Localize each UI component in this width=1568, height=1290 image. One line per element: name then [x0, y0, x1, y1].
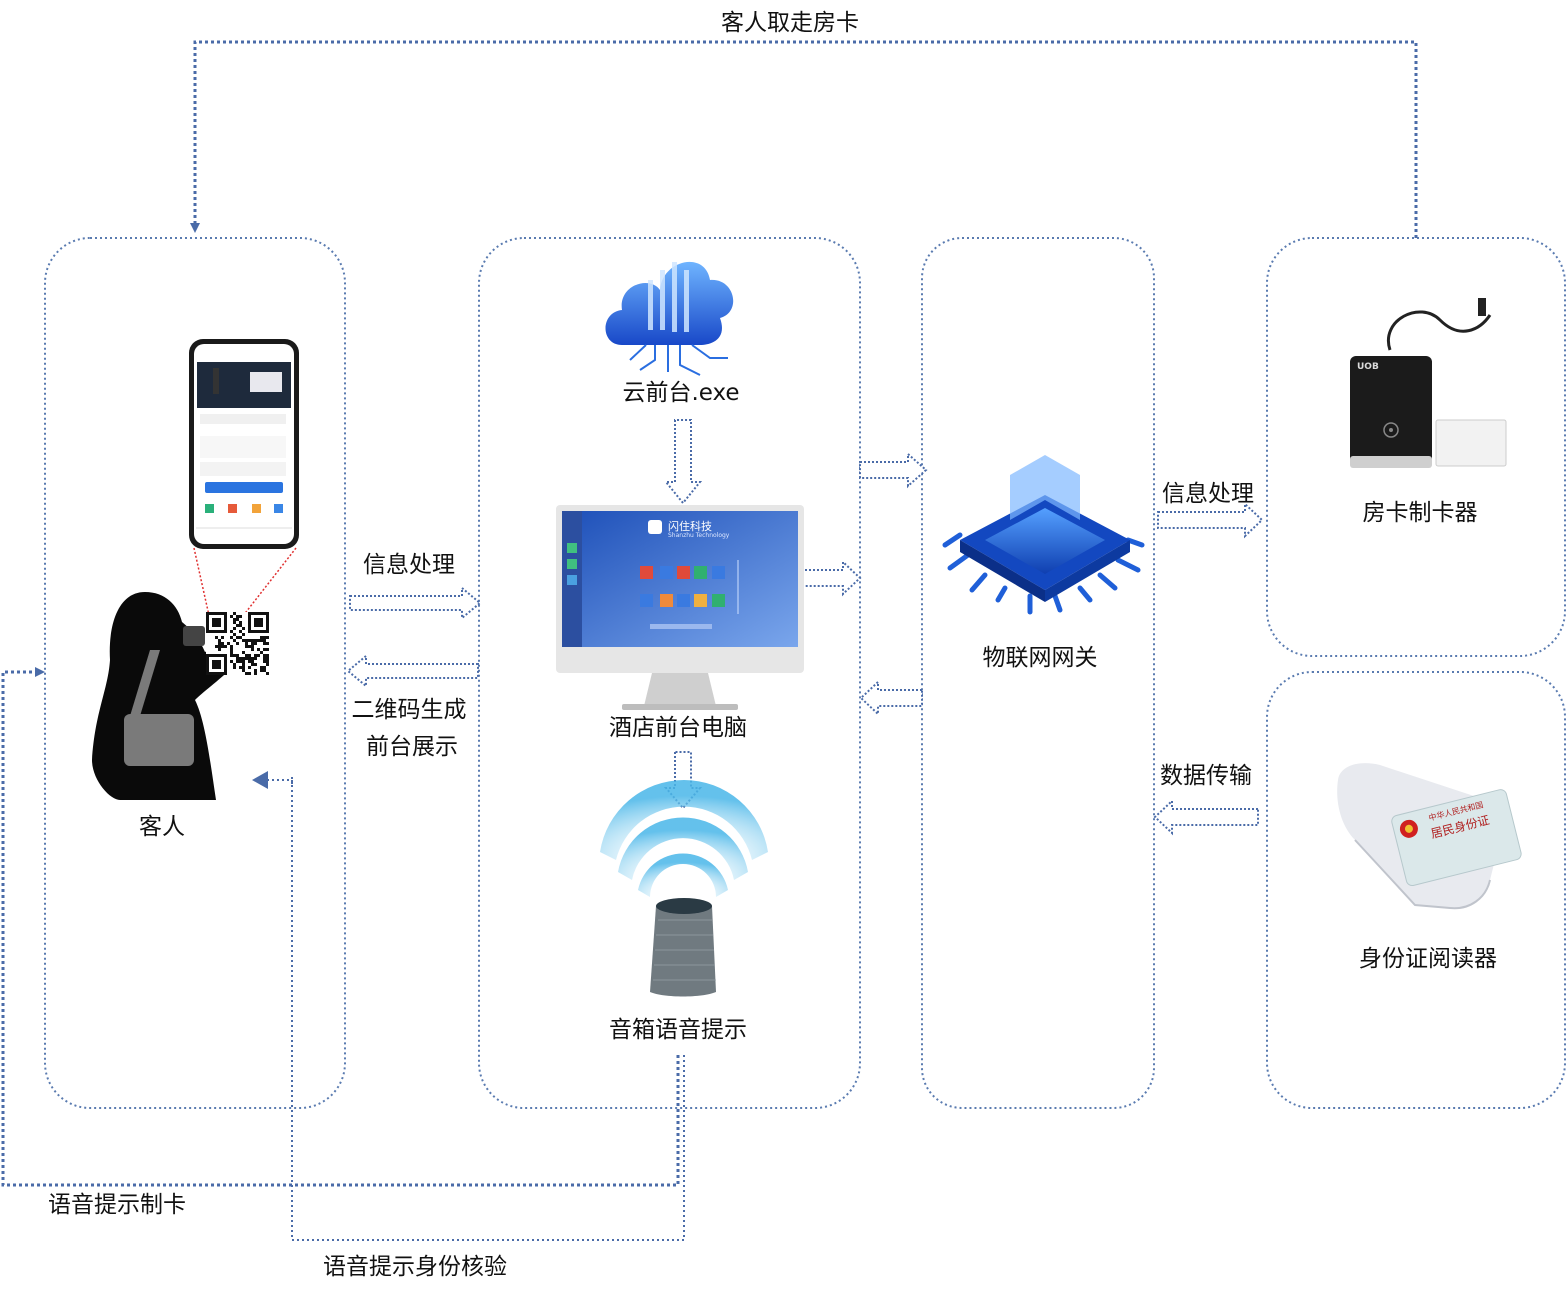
arrow-hotel-gateway [859, 451, 928, 489]
node-gateway-label: 物联网网关 [982, 645, 1098, 671]
guest-silhouette [92, 592, 240, 800]
hotel-pc-image [556, 505, 804, 710]
arrow-gateway-card [1157, 501, 1264, 539]
node-card-maker-label: 房卡制卡器 [1362, 500, 1478, 526]
gateway-frame [921, 237, 1155, 1109]
pc-brand-text: 闪住科技 [668, 520, 712, 533]
cloud-icon [605, 261, 734, 376]
edge-voice-card-label: 语音提示制卡 [48, 1192, 186, 1218]
card-maker-image [1350, 298, 1507, 468]
hotel-frame [478, 237, 861, 1109]
card-maker-frame [1266, 237, 1566, 657]
arrow-gateway-hotel [859, 679, 923, 717]
reader-brand-text: UOB [1357, 362, 1379, 372]
edge-info-left-label: 信息处理 [363, 552, 455, 578]
iot-chip-icon [942, 455, 1145, 615]
arrow-info-left [349, 585, 482, 621]
arrow-reader-gateway [1153, 798, 1259, 836]
node-pc-label: 酒店前台电脑 [609, 715, 747, 741]
node-speaker-label: 音箱语音提示 [609, 1017, 747, 1043]
edge-info-right-label: 信息处理 [1162, 481, 1254, 507]
edge-voice-verify-label: 语音提示身份核验 [323, 1254, 507, 1280]
take-card-line [190, 40, 1418, 238]
arrow-qr-display [346, 653, 479, 689]
id-reader-image [1337, 763, 1522, 910]
edge-data-transfer-label: 数据传输 [1160, 763, 1252, 789]
arrow-pc-gateway [796, 559, 862, 597]
node-cloud-label: 云前台.exe [622, 380, 740, 406]
voice-card-line [1, 667, 680, 1187]
arrow-cloud-pc [663, 419, 703, 505]
voice-verify-arrowhead [252, 771, 268, 789]
phone-image [189, 339, 299, 549]
edge-qr-line2-label: 前台展示 [366, 734, 458, 760]
guest-frame [44, 237, 346, 1109]
edge-qr-line1-label: 二维码生成 [351, 697, 467, 723]
edge-take-card-label: 客人取走房卡 [721, 10, 859, 36]
node-guest-label: 客人 [139, 814, 185, 840]
voice-verify-line [258, 779, 685, 1241]
pc-brand-sub-text: Shanzhu Technology [668, 532, 730, 539]
node-id-reader-label: 身份证阅读器 [1359, 946, 1497, 972]
speaker-image [600, 779, 768, 997]
id-reader-frame [1266, 671, 1566, 1109]
qr-code [206, 612, 269, 675]
